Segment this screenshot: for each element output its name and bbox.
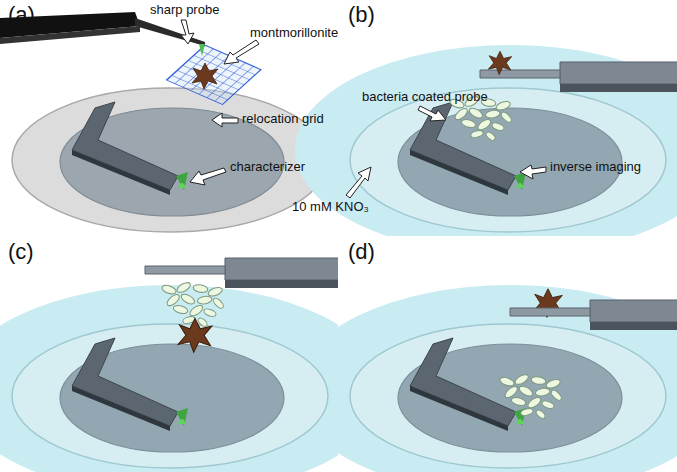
part-label: montmorillonite — [250, 26, 338, 40]
panel-letter: (b) — [348, 3, 375, 27]
part-label: relocation grid — [242, 112, 324, 126]
panel-d-art — [338, 285, 677, 472]
solution-label: 10 mM KNO₃ — [292, 200, 369, 214]
part-label: inverse imaging — [550, 160, 641, 174]
leader-arrows — [181, 20, 546, 198]
part-label: sharp probe — [150, 3, 219, 17]
panel-c-art — [0, 258, 338, 472]
panel-letter: (c) — [8, 240, 34, 264]
panel-letter: (a) — [8, 3, 35, 27]
part-label: bacteria coated probe — [362, 90, 488, 104]
part-label: characterizer — [230, 160, 305, 174]
panel-letter: (d) — [348, 240, 375, 264]
panel-a-art — [0, 12, 328, 232]
